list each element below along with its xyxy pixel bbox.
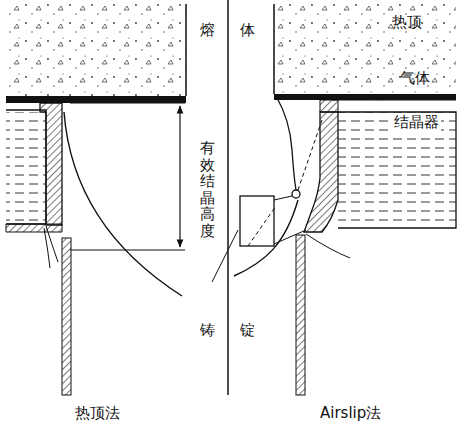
part-label: Airslip法	[320, 405, 381, 422]
part-label: 气体	[400, 70, 430, 87]
part-label: 体	[240, 22, 255, 39]
part-label: 热顶	[392, 14, 422, 31]
part-label: 锭	[240, 322, 255, 339]
part-label: 熔	[200, 22, 215, 39]
part-label: 热顶法	[75, 405, 120, 422]
part-label: 结晶器	[392, 114, 441, 131]
dimension-label: 有效结晶高度	[200, 140, 215, 239]
part-label: 铸	[200, 322, 215, 339]
